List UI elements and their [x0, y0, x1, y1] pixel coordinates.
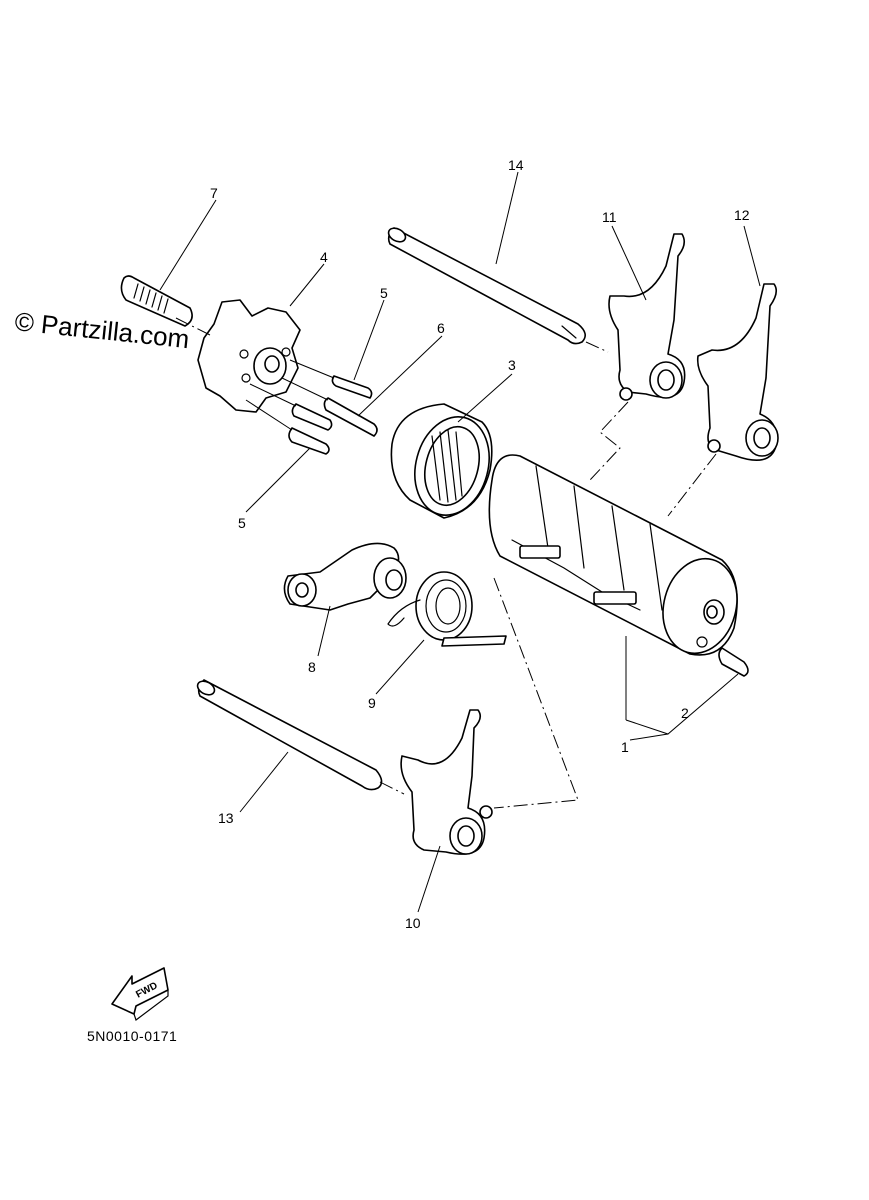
callout-2: 2	[681, 705, 689, 721]
callout-5-lower: 5	[238, 515, 246, 531]
part-dowel-pin	[718, 647, 749, 677]
callout-10: 10	[405, 915, 421, 931]
callout-6: 6	[437, 320, 445, 336]
part-shift-cam	[488, 454, 738, 656]
part-bolt	[120, 275, 193, 327]
callout-9: 9	[368, 695, 376, 711]
part-shift-fork-upper	[608, 233, 686, 401]
callout-12: 12	[734, 207, 750, 223]
part-shift-fork-lower	[400, 709, 493, 855]
callout-5-upper: 5	[380, 285, 388, 301]
callout-14: 14	[508, 157, 524, 173]
fwd-arrow-icon: FWD	[111, 967, 169, 1021]
leader-lines	[159, 171, 761, 913]
alignment-lines	[175, 317, 717, 809]
callout-11: 11	[602, 209, 617, 225]
callout-3: 3	[508, 357, 516, 373]
callout-4: 4	[320, 249, 328, 265]
part-segment	[197, 299, 301, 413]
part-pin-long	[281, 377, 378, 437]
callout-1: 1	[621, 739, 629, 755]
part-stopper-lever	[283, 542, 407, 611]
part-bearing	[390, 403, 493, 519]
part-pin-upper	[289, 359, 373, 399]
part-guide-bar-upper	[387, 227, 586, 345]
callout-7: 7	[210, 185, 218, 201]
part-pin-lower	[245, 383, 333, 455]
part-guide-bar-lower	[196, 679, 383, 791]
part-shift-fork-right	[696, 283, 779, 462]
callout-13: 13	[218, 810, 234, 826]
part-spring	[387, 571, 507, 647]
drawing-code: 5N0010-0171	[87, 1028, 177, 1044]
callout-8: 8	[308, 659, 316, 675]
